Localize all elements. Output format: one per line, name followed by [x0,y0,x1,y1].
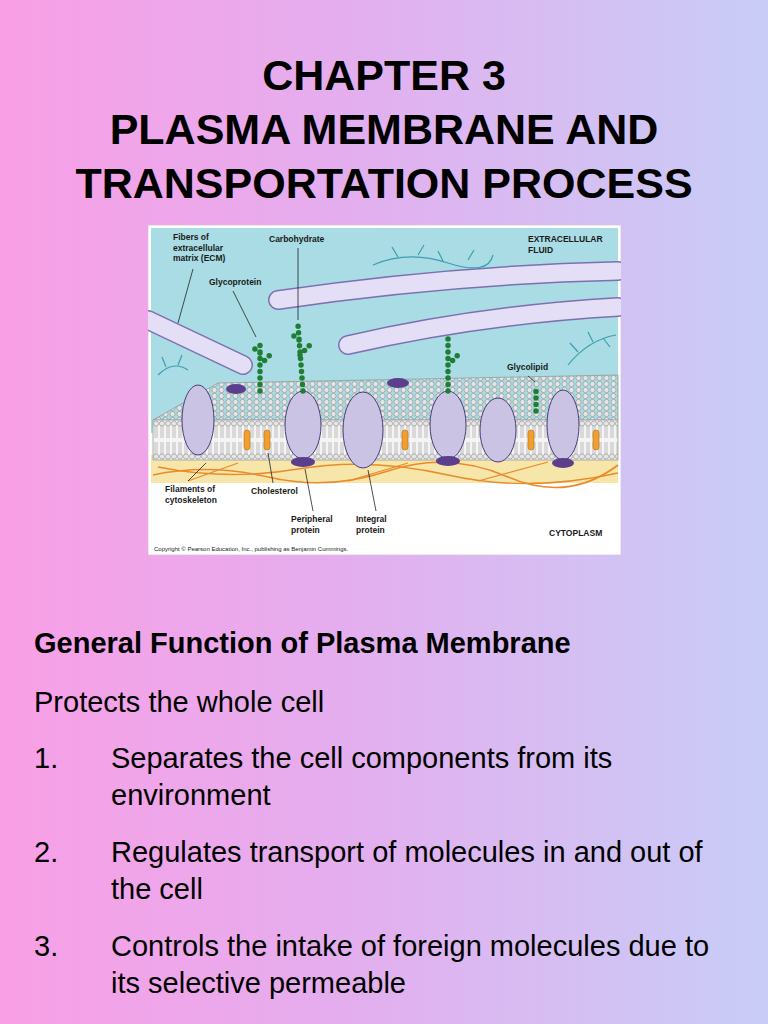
region-label: EXTRACELLULAR FLUID [527,234,614,255]
part-label: Integral protein [355,514,401,535]
body-text: Protects the whole cell [34,684,324,721]
part-label: Fibers of extracellular matrix (ECM) [172,232,238,264]
list-item: Separates the cell components from its e… [111,740,726,814]
carbohydrate-chain [289,325,310,391]
leader-line [528,376,535,382]
leader-line [305,469,313,511]
part-label: Cholesterol [250,486,299,497]
line-spacer [549,48,754,102]
peripheral-protein [387,378,409,388]
peripheral-protein [291,457,315,467]
carbohydrate-chain [448,337,458,391]
copyright-note: Copyright © Pearson Education, Inc., pub… [153,545,349,553]
section-heading: General Function of Plasma Membrane [34,625,571,662]
cholesterol [528,430,534,450]
part-label: Peripheral protein [290,514,340,535]
cholesterol [264,430,270,450]
slide-title: CHAPTER 3 PLASMA MEMBRANE AND TRANSPORTA… [75,51,692,207]
list-item: Regulates transport of molecules in and … [111,834,726,908]
integral-protein [343,392,383,468]
leader-line [188,463,206,481]
part-label: Glycolipid [506,362,549,373]
peripheral-protein [436,456,460,466]
title-block: CHAPTER 3 PLASMA MEMBRANE AND TRANSPORTA… [14,48,754,210]
region-label: CYTOPLASM [548,528,603,539]
ecm-fiber-outline [348,307,618,345]
ecm-fibril [568,332,616,365]
picture-frame [148,225,621,555]
extracellular-fluid [151,228,618,433]
integral-protein [480,398,516,462]
part-label: Filaments of cytoskeleton [164,484,228,505]
integral-protein [547,390,579,460]
cholesterol [593,430,599,450]
part-label: Glycoprotein [208,277,262,288]
integral-protein [285,391,321,459]
list-item: Controls the intake of foreign molecules… [111,928,726,1002]
integral-protein [430,391,466,459]
ecm-fiber-outline [278,271,618,300]
carbohydrate-chain [533,385,539,411]
cholesterol [244,430,250,450]
leader-line [368,470,376,511]
line-spacer [14,48,219,102]
ecm-fiber [278,271,618,300]
list-number: 2. [34,834,58,871]
carbohydrate-chain [250,340,270,391]
ecm-fibril [158,355,188,375]
leader-line [233,291,256,337]
leader-line [298,248,299,320]
integral-protein [182,385,214,455]
list-number: 1. [34,740,58,777]
leader-line [178,269,193,323]
membrane-illustration [148,225,621,555]
ecm-fibril [373,245,493,268]
peripheral-protein [226,384,246,394]
part-label: Carbohydrate [268,234,325,245]
ecm-fiber [348,307,618,345]
cholesterol [402,430,408,450]
list-number: 3. [34,928,58,965]
peripheral-protein [552,458,574,468]
leader-line [268,453,273,483]
